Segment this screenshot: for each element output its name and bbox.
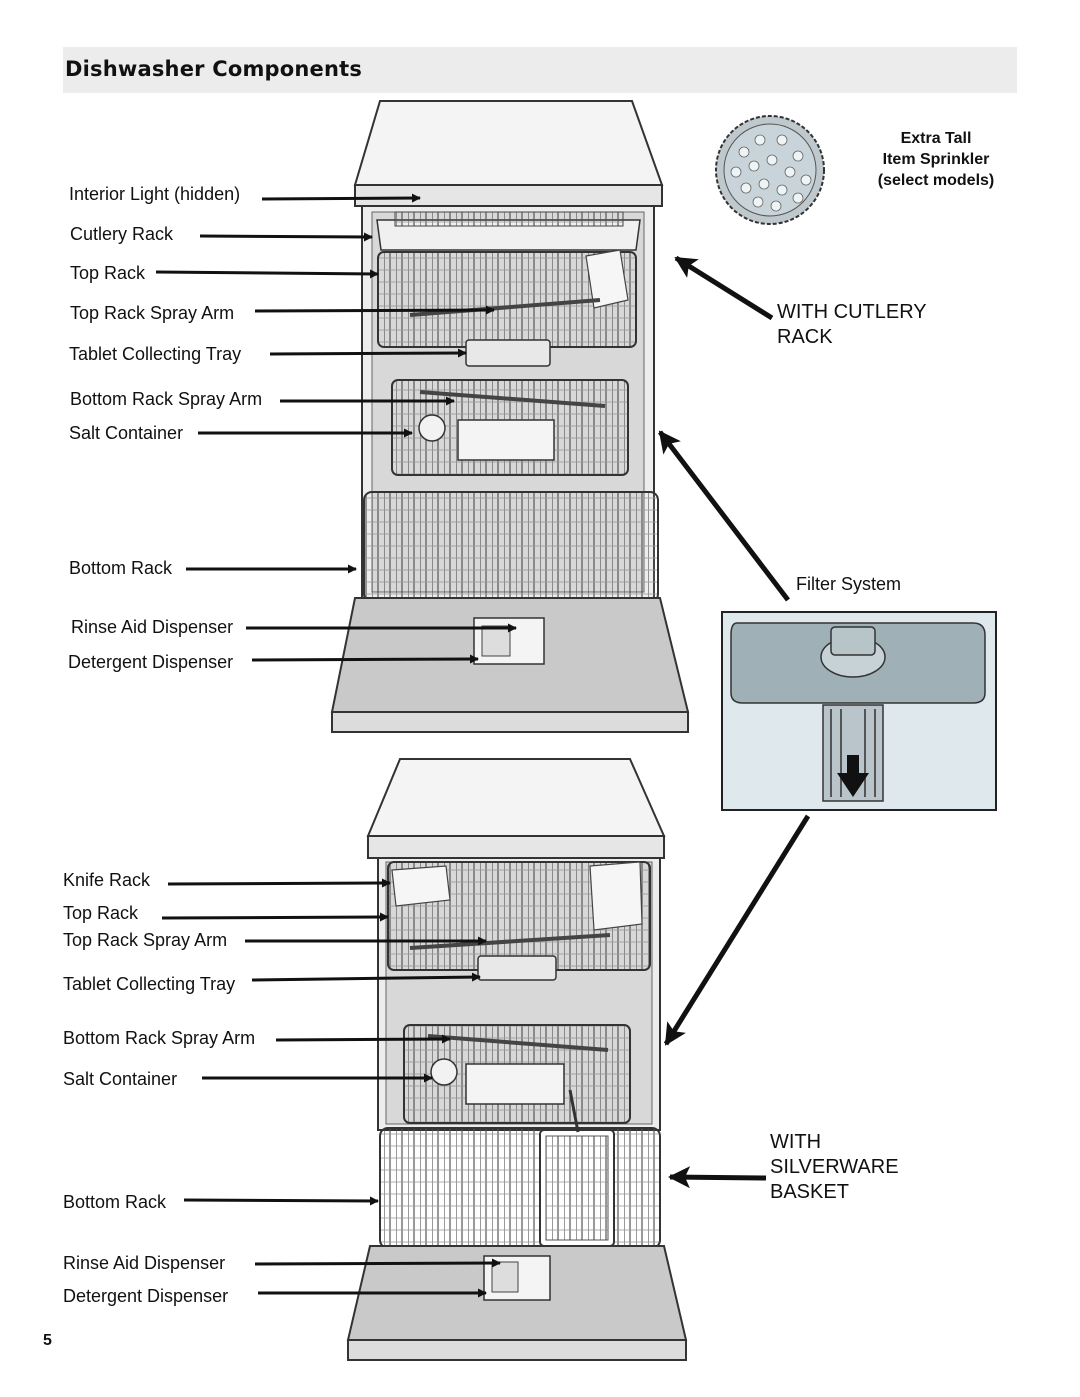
label-bottom-rack-spray-arm-2: Bottom Rack Spray Arm <box>63 1028 256 1048</box>
silverware-caption-line2: SILVERWARE <box>770 1156 899 1178</box>
page-number: 5 <box>43 1332 52 1349</box>
label-salt-container-2: Salt Container <box>63 1069 178 1089</box>
top-diagram-leader-lines <box>155 193 517 664</box>
sprinkler-label: Extra Tall Item Sprinkler (select models… <box>866 128 1006 191</box>
label-cutlery-rack: Cutlery Rack <box>70 224 174 244</box>
callout-arrows <box>658 255 811 1189</box>
filter-system-panel <box>721 611 997 811</box>
label-detergent-dispenser-2: Detergent Dispenser <box>63 1286 229 1306</box>
cutlery-rack-caption: WITH CUTLERY RACK <box>777 300 927 350</box>
cutlery-caption-line2: RACK <box>777 326 833 348</box>
dishwasher-with-cutlery-rack <box>330 100 690 733</box>
page-title: Dishwasher Components <box>65 57 363 81</box>
sprinkler-label-line1: Extra Tall <box>900 130 972 147</box>
label-tablet-collecting-tray-2: Tablet Collecting Tray <box>63 974 236 994</box>
label-tablet-collecting-tray: Tablet Collecting Tray <box>69 344 242 364</box>
label-interior-light: Interior Light (hidden) <box>69 184 241 204</box>
dishwasher-with-silverware-basket <box>346 758 688 1361</box>
label-knife-rack: Knife Rack <box>63 870 151 890</box>
sprinkler-label-line3: (select models) <box>877 172 995 189</box>
label-top-rack: Top Rack <box>70 263 146 283</box>
filter-system-label: Filter System <box>796 574 902 594</box>
extra-tall-item-sprinkler-icon <box>715 115 825 225</box>
filter-system-icon <box>730 622 986 802</box>
label-bottom-rack: Bottom Rack <box>69 558 173 578</box>
silverware-basket-caption: WITH SILVERWARE BASKET <box>770 1130 899 1205</box>
label-rinse-aid-dispenser: Rinse Aid Dispenser <box>71 617 234 637</box>
section-header: Dishwasher Components <box>63 47 1017 93</box>
bottom-diagram-leader-lines <box>161 878 501 1298</box>
label-top-rack-spray-arm: Top Rack Spray Arm <box>70 303 235 323</box>
label-top-rack-spray-arm-2: Top Rack Spray Arm <box>63 930 228 950</box>
label-detergent-dispenser: Detergent Dispenser <box>68 652 234 672</box>
label-bottom-rack-2: Bottom Rack <box>63 1192 167 1212</box>
label-top-rack-2: Top Rack <box>63 903 139 923</box>
silverware-caption-line3: BASKET <box>770 1181 849 1203</box>
silverware-caption-line1: WITH <box>770 1131 822 1153</box>
label-salt-container: Salt Container <box>69 423 184 443</box>
sprinkler-label-line2: Item Sprinkler <box>882 151 990 168</box>
cutlery-caption-line1: WITH CUTLERY <box>777 301 927 323</box>
label-rinse-aid-dispenser-2: Rinse Aid Dispenser <box>63 1253 226 1273</box>
label-bottom-rack-spray-arm: Bottom Rack Spray Arm <box>70 389 263 409</box>
